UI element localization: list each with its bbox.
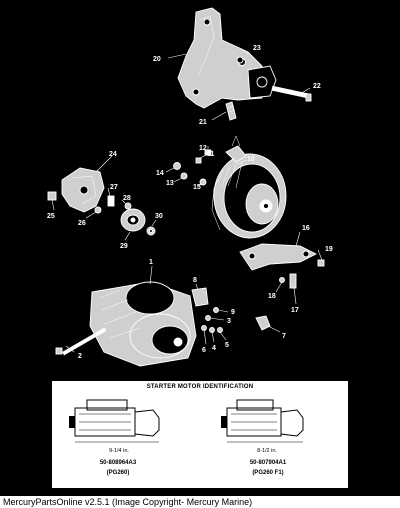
washer-28 [124, 202, 132, 210]
callout-18: 18 [268, 293, 276, 300]
long-bolt-2 [55, 327, 107, 356]
identification-title: STARTER MOTOR IDENTIFICATION [146, 384, 254, 390]
stud-21 [225, 101, 237, 121]
starter-profile-right [221, 399, 304, 443]
callout-2: 2 [78, 353, 82, 360]
callout-20: 20 [153, 56, 161, 63]
brace-16 [239, 243, 318, 271]
nut-6 [201, 325, 207, 331]
callout-3: 3 [227, 318, 231, 325]
right-model: (PG260 F1) [252, 470, 284, 476]
callout-29: 29 [120, 243, 128, 250]
callout-11: 11 [207, 151, 215, 158]
callout-17: 17 [291, 307, 299, 314]
callout-22: 22 [313, 83, 321, 90]
callout-28: 28 [123, 195, 131, 202]
alternator [211, 135, 287, 239]
washer-26 [94, 206, 102, 214]
starter-motor [89, 281, 197, 367]
bolt-17 [289, 273, 297, 289]
callout-numbers: 20 23 22 21 24 10 12 11 13 14 15 25 26 2… [47, 45, 333, 360]
callout-30: 30 [155, 213, 163, 220]
callout-21: 21 [199, 119, 207, 126]
callout-7: 7 [282, 333, 286, 340]
terminal-7 [255, 315, 271, 331]
callout-1: 1 [149, 259, 153, 266]
callout-26: 26 [78, 220, 86, 227]
pulley-29 [120, 208, 146, 232]
callout-23: 23 [253, 45, 261, 52]
callout-8: 8 [193, 277, 197, 284]
bolt-27 [107, 195, 115, 207]
callout-10: 10 [247, 156, 255, 163]
callout-5: 5 [225, 342, 229, 349]
solenoid-lug-8 [191, 287, 209, 307]
callout-24: 24 [109, 151, 117, 158]
bolt-19 [317, 259, 325, 267]
left-model: (PG260) [106, 470, 130, 476]
nut-3 [205, 315, 211, 321]
callout-27: 27 [110, 184, 118, 191]
nut-11 [195, 157, 202, 164]
callout-19: 19 [325, 246, 333, 253]
callout-15: 15 [193, 184, 201, 191]
left-part-number: 50-808964A3 [99, 460, 137, 466]
right-part-number: 50-807904A1 [249, 460, 287, 466]
washer-4 [209, 327, 215, 333]
starter-identification-panel: STARTER MOTOR IDENTIFICATION 9-1/4 in. 5… [52, 381, 348, 488]
callout-9: 9 [231, 309, 235, 316]
copyright-footer: MercuryPartsOnline v2.5.1 (Image Copyrig… [0, 496, 400, 508]
callout-13: 13 [166, 180, 174, 187]
nut-9 [213, 307, 219, 313]
callout-14: 14 [156, 170, 164, 177]
leader-lines [51, 47, 323, 353]
washer-13 [180, 172, 188, 180]
callout-6: 6 [202, 347, 206, 354]
alternator-bracket [177, 7, 277, 109]
callout-4: 4 [212, 345, 216, 352]
callout-16: 16 [302, 225, 310, 232]
starter-profile-left [69, 399, 160, 443]
washer-15 [199, 178, 207, 186]
right-dimension: 8-1/2 in. [257, 448, 277, 454]
washer-5 [217, 327, 223, 333]
bracket-24 [61, 167, 105, 213]
bolt-22 [271, 85, 312, 102]
nut-14 [173, 162, 181, 170]
callout-12: 12 [199, 145, 207, 152]
left-dimension: 9-1/4 in. [109, 448, 129, 454]
bolt-25 [47, 191, 57, 201]
washer-18 [279, 277, 285, 283]
callout-25: 25 [47, 213, 55, 220]
nut-30 [146, 226, 156, 236]
washer-23 [236, 56, 244, 64]
